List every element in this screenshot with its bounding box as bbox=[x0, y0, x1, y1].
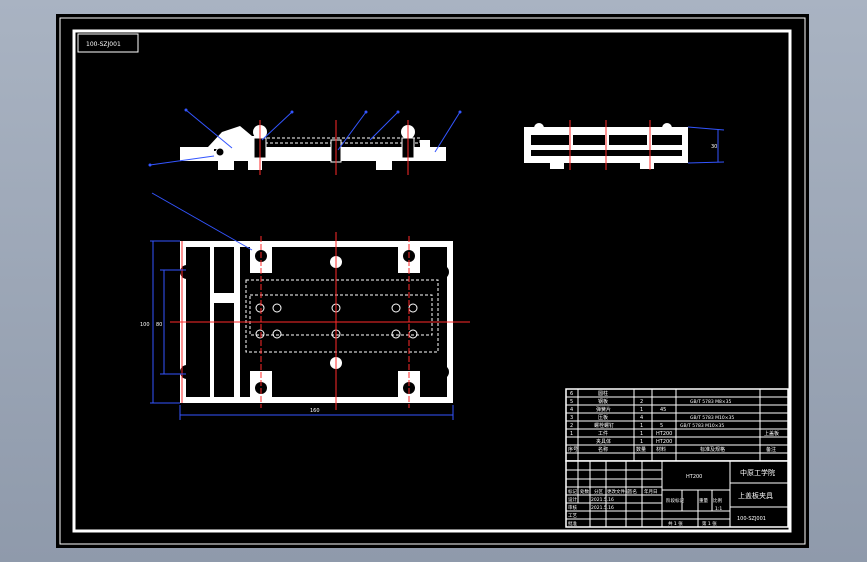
outer-border bbox=[59, 17, 806, 545]
dim-width-outer: 100 bbox=[140, 322, 150, 328]
bom-cell: 工件 bbox=[598, 430, 608, 437]
bom-row: 1 工件 1 HT200 上盖板 bbox=[570, 430, 779, 437]
bom-cell: 4 bbox=[640, 415, 643, 421]
revision-header-cell: 分区 bbox=[594, 488, 603, 495]
sign-date: 2021.5.16 bbox=[591, 505, 614, 511]
material-code: HT200 bbox=[686, 474, 702, 480]
bom-cell: 45 bbox=[660, 407, 666, 413]
bom-cell: GB/T 5783 M10×35 bbox=[690, 415, 734, 421]
sheet-total: 共 1 张 bbox=[668, 520, 683, 527]
bom-header-cell: 标准及规格 bbox=[700, 446, 725, 453]
stage-mark-label: 阶段标记 bbox=[666, 497, 684, 504]
part-name: 上盖板夹具 bbox=[738, 491, 773, 500]
sign-label: 工艺 bbox=[568, 513, 577, 519]
bom-cell: HT200 bbox=[656, 431, 672, 437]
bom-header-cell: 名称 bbox=[598, 446, 608, 453]
bom-cell: 5 bbox=[570, 399, 573, 405]
bom-cell: GB/T 5783 M10×35 bbox=[680, 423, 724, 429]
sign-date: 2021.5.16 bbox=[591, 497, 614, 503]
bom-cell: 1 bbox=[640, 407, 643, 413]
bom-row: 2 螺栓螺钉 1 5 GB/T 5783 M10×35 bbox=[570, 422, 724, 429]
bom-header-cell: 备注 bbox=[766, 446, 776, 453]
title-block: 标记 处数 分区 更改文件号 签名 年月日 设计 2021.5.16 审核 20… bbox=[565, 460, 789, 528]
revision-header-cell: 处数 bbox=[580, 488, 589, 495]
code-box-text: 100-SZJ001 bbox=[86, 41, 121, 48]
dim-length: 160 bbox=[310, 408, 320, 414]
bom-header-cell: 数量 bbox=[636, 446, 646, 453]
bom-cell: 1 bbox=[570, 431, 573, 437]
sign-label: 批准 bbox=[568, 520, 577, 527]
bom-cell: 2 bbox=[570, 423, 573, 429]
revision-header-cell: 标记 bbox=[568, 488, 577, 495]
bom-cell: 压板 bbox=[598, 414, 608, 421]
bom-cell: 夹具体 bbox=[596, 438, 611, 445]
sheet-number: 第 1 张 bbox=[702, 520, 717, 527]
bom-cell: 1 bbox=[640, 423, 643, 429]
bom-cell: 1 bbox=[640, 431, 643, 437]
bom-cell: 上盖板 bbox=[764, 430, 779, 437]
bom-row: 5 钢板 2 GB/T 5783 M8×35 bbox=[570, 398, 732, 405]
inner-border bbox=[72, 29, 792, 533]
bom-cell: 弹簧片 bbox=[596, 406, 611, 413]
code-box bbox=[77, 33, 139, 53]
bom-cell: 4 bbox=[570, 407, 573, 413]
bom-row: 4 弹簧片 1 45 bbox=[570, 406, 666, 413]
scale-value: 1:1 bbox=[715, 506, 722, 512]
dim-height: 30 bbox=[711, 144, 717, 150]
drawing-number: 100-SZJ001 bbox=[737, 516, 766, 522]
bom-row: 3 压板 4 GB/T 5783 M10×35 bbox=[570, 414, 734, 421]
bom-cell: 螺栓螺钉 bbox=[594, 422, 614, 429]
bom-cell: 5 bbox=[660, 423, 663, 429]
bom-cell: 钢板 bbox=[598, 398, 608, 405]
bom-row: 夹具体 1 HT200 bbox=[596, 438, 672, 445]
bom-cell: HT200 bbox=[656, 439, 672, 445]
weight-label: 重量 bbox=[699, 497, 708, 504]
bom-cell: GB/T 5783 M8×35 bbox=[690, 399, 732, 405]
bom-cell: 1 bbox=[640, 439, 643, 445]
bom-cell: 2 bbox=[640, 399, 643, 405]
bom-header-cell: 材料 bbox=[656, 446, 666, 453]
bom-header-cell: 序号 bbox=[568, 446, 578, 453]
dim-width-inner: 80 bbox=[156, 322, 162, 328]
sign-label: 设计 bbox=[568, 496, 577, 503]
bom-cell: 圆柱 bbox=[598, 390, 608, 397]
plan-view: 160 100 80 bbox=[140, 192, 470, 420]
front-view bbox=[148, 108, 462, 175]
bom-cell: 3 bbox=[570, 415, 573, 421]
bom-header-row: 序号 名称 数量 材料 标准及规格 备注 bbox=[568, 446, 776, 453]
revision-header-cell: 签名 bbox=[628, 488, 637, 495]
side-view: 30 bbox=[524, 120, 725, 170]
school-name: 中原工学院 bbox=[740, 468, 775, 477]
bom-cell: 6 bbox=[570, 391, 573, 397]
bom-table: 6 圆柱 5 钢板 2 GB/T 5783 M8×35 4 弹簧片 1 45 3… bbox=[565, 388, 789, 462]
sign-label: 审核 bbox=[568, 504, 577, 511]
revision-header-cell: 更改文件号 bbox=[607, 488, 630, 495]
bom-row: 6 圆柱 bbox=[570, 390, 608, 397]
scale-label: 比例 bbox=[713, 497, 722, 504]
revision-header-cell: 年月日 bbox=[644, 488, 658, 495]
